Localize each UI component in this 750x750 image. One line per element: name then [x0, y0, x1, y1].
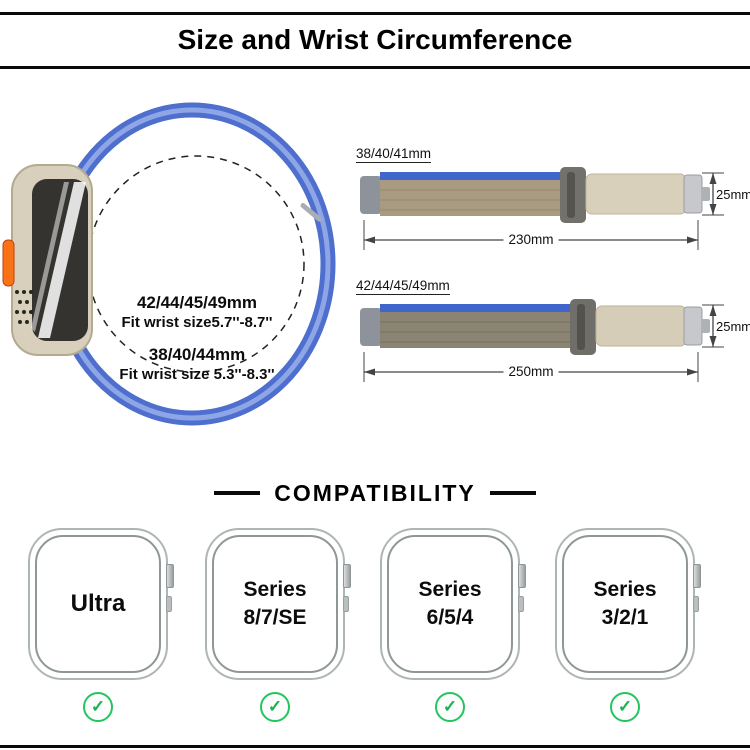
- model-name-line1: Series: [418, 578, 482, 601]
- small-fit-text: Fit wrist size 5.3''-8.3'': [119, 366, 275, 383]
- band1-size-label: 38/40/41mm: [356, 146, 432, 163]
- heading-dash-right: [489, 491, 536, 495]
- watch-band-illustration: 42/44/45/49mm Fit wrist size5.7''-8.7'' …: [0, 80, 350, 460]
- side-button-icon: [693, 596, 699, 612]
- check-glyph: ✓: [442, 697, 458, 716]
- action-button-icon: [2, 239, 15, 287]
- title-divider: [0, 66, 750, 69]
- compatibility-heading: COMPATIBILITY: [274, 479, 476, 506]
- band1-graphic: [350, 160, 750, 264]
- model-name-line1: Series: [243, 578, 307, 601]
- model-name-line1: Ultra: [70, 590, 126, 617]
- bottom-divider: [0, 745, 750, 748]
- heading-dash-left: [214, 491, 261, 495]
- crown-icon: [343, 564, 351, 588]
- side-button-icon: [518, 596, 524, 612]
- band-pin-icon: [300, 203, 322, 222]
- page-title: Size and Wrist Circumference: [177, 24, 573, 55]
- watch-outline: Series 8/7/SE: [205, 528, 351, 680]
- crown-icon: [166, 564, 174, 588]
- band1-width-label: 25mm: [716, 187, 750, 202]
- watch-screen: Ultra: [35, 535, 161, 673]
- model-name-line2: 3/2/1: [601, 606, 649, 629]
- band2-size-label: 42/44/45/49mm: [356, 278, 450, 295]
- watch-screen: Series 8/7/SE: [212, 535, 338, 673]
- large-fit-text: Fit wrist size5.7''-8.7'': [121, 314, 273, 331]
- watch-case: [2, 164, 93, 356]
- crown-icon: [693, 564, 701, 588]
- band2-graphic: [350, 292, 750, 396]
- model-card-ultra: Ultra ✓: [28, 528, 174, 722]
- check-glyph: ✓: [90, 697, 106, 716]
- band2-width-label: 25mm: [716, 319, 750, 334]
- model-card-series-3-2-1: Series 3/2/1 ✓: [555, 528, 701, 722]
- model-name-line2: 8/7/SE: [243, 606, 307, 629]
- check-icon: ✓: [610, 692, 640, 722]
- watch-outline: Series 3/2/1: [555, 528, 701, 680]
- check-icon: ✓: [260, 692, 290, 722]
- speaker-dots: [15, 290, 33, 324]
- check-icon: ✓: [83, 692, 113, 722]
- model-name-line2: 6/5/4: [426, 606, 474, 629]
- model-card-series-6-5-4: Series 6/5/4 ✓: [380, 528, 526, 722]
- check-glyph: ✓: [267, 697, 283, 716]
- compatibility-heading-row: COMPATIBILITY: [0, 478, 750, 508]
- band2-length-label: 250mm: [503, 364, 559, 379]
- small-sizes-text: 38/40/44mm: [148, 345, 246, 364]
- model-card-series-8-7-se: Series 8/7/SE ✓: [205, 528, 351, 722]
- watch-screen: Series 6/5/4: [387, 535, 513, 673]
- model-name-line1: Series: [593, 578, 657, 601]
- watch-outline: Series 6/5/4: [380, 528, 526, 680]
- check-icon: ✓: [435, 692, 465, 722]
- watch-outline: Ultra: [28, 528, 174, 680]
- watch-screen: Series 3/2/1: [562, 535, 688, 673]
- side-button-icon: [343, 596, 349, 612]
- size-info: 42/44/45/49mm Fit wrist size5.7''-8.7'' …: [92, 292, 302, 384]
- check-glyph: ✓: [617, 697, 633, 716]
- side-button-icon: [166, 596, 172, 612]
- top-divider: [0, 12, 750, 15]
- crown-icon: [518, 564, 526, 588]
- large-sizes-text: 42/44/45/49mm: [136, 293, 258, 312]
- band1-length-label: 230mm: [503, 232, 559, 247]
- watch-loop-graphic: [2, 102, 336, 426]
